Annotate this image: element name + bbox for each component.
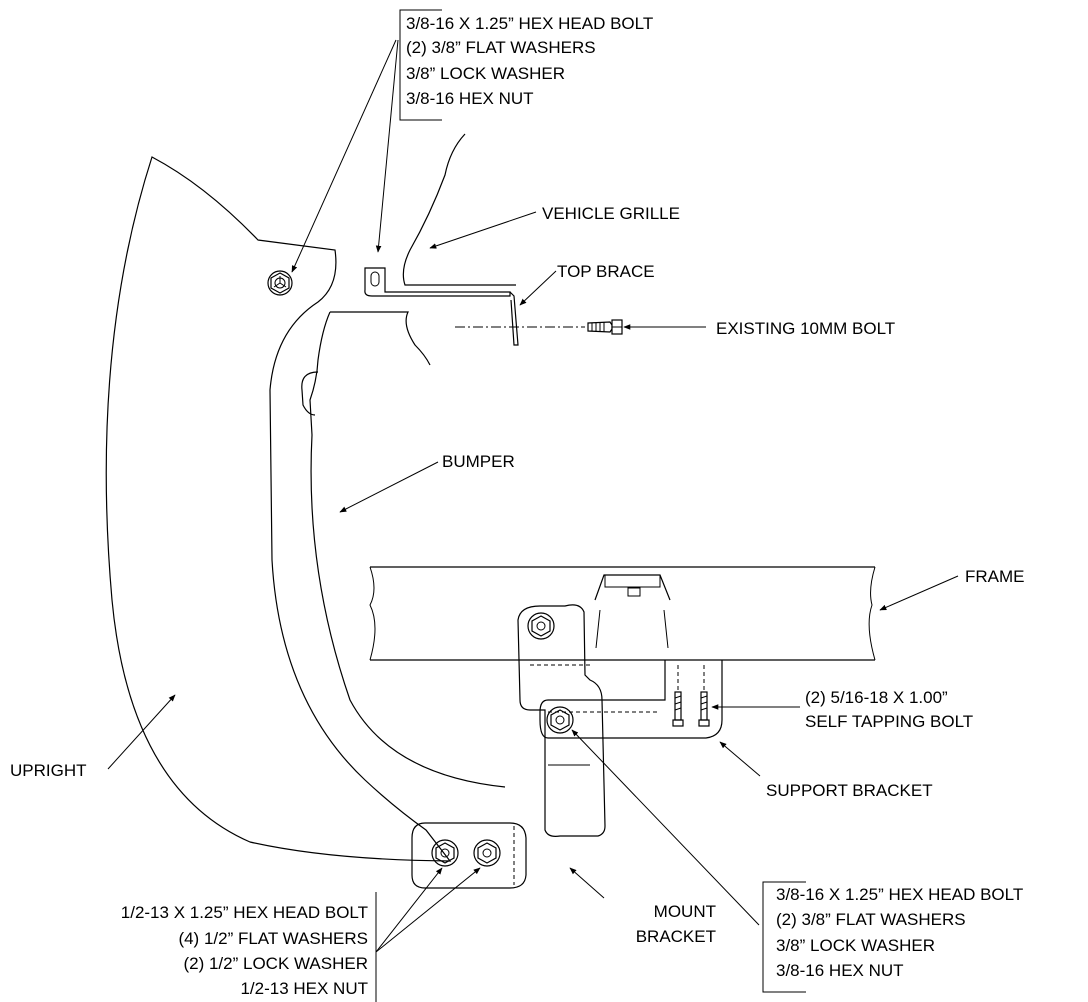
bottom-hardware-line-2: (4) 1/2” FLAT WASHERS (178, 929, 368, 948)
top-hardware-line-4: 3/8-16 HEX NUT (406, 89, 534, 108)
leader-bottom-bolt-2 (375, 867, 481, 953)
leader-top-brace (519, 270, 557, 306)
self-tapping-line-2: SELF TAPPING BOLT (805, 712, 973, 731)
bottom-hex-bolt-icon (431, 839, 459, 867)
side-hardware-line-3: 3/8” LOCK WASHER (776, 936, 935, 955)
frame (369, 566, 876, 661)
leader-upright (107, 694, 176, 770)
top-hardware-callout: 3/8-16 X 1.25” HEX HEAD BOLT (2) 3/8” FL… (406, 14, 653, 108)
leader-frame (879, 575, 959, 611)
mount-bracket-callout: MOUNT BRACKET (636, 902, 716, 946)
side-hardware-line-2: (2) 3/8” FLAT WASHERS (776, 910, 966, 929)
bumper-inner (301, 371, 319, 416)
leader-top-brace-slot (375, 39, 399, 253)
leader-mount-bracket (569, 867, 605, 899)
bottom-hardware-callout: 1/2-13 X 1.25” HEX HEAD BOLT (4) 1/2” FL… (121, 903, 368, 998)
bumper-outline (309, 311, 506, 788)
top-hardware-line-2: (2) 3/8” FLAT WASHERS (406, 38, 596, 57)
top-hardware-line-3: 3/8” LOCK WASHER (406, 64, 565, 83)
existing-bolt-icon (587, 319, 623, 335)
upright-outline (105, 156, 452, 862)
mount-bracket (517, 604, 606, 837)
mount-bracket-line-1: MOUNT (654, 902, 716, 921)
support-bracket (539, 660, 723, 739)
top-hardware-bracket (399, 9, 442, 121)
leader-side-bolt (571, 729, 760, 926)
upright-label: UPRIGHT (10, 761, 87, 780)
vehicle-grille-outline (402, 133, 516, 286)
side-hardware-line-4: 3/8-16 HEX NUT (776, 961, 904, 980)
leader-bottom-bolt-1 (375, 867, 443, 953)
bottom-hex-bolt-icon (473, 839, 501, 867)
side-hardware-line-1: 3/8-16 X 1.25” HEX HEAD BOLT (776, 885, 1023, 904)
bottom-hardware-line-3: (2) 1/2” LOCK WASHER (183, 954, 368, 973)
self-tapping-line-1: (2) 5/16-18 X 1.00” (805, 688, 948, 707)
bottom-hardware-line-1: 1/2-13 X 1.25” HEX HEAD BOLT (121, 903, 368, 922)
leader-top-bolt (291, 39, 397, 273)
bottom-clamp-plate (411, 822, 527, 889)
bottom-hardware-line-4: 1/2-13 HEX NUT (240, 979, 368, 998)
top-brace (364, 267, 511, 297)
side-hardware-callout: 3/8-16 X 1.25” HEX HEAD BOLT (2) 3/8” FL… (776, 885, 1023, 980)
support-bracket-label: SUPPORT BRACKET (766, 781, 933, 800)
top-hardware-line-1: 3/8-16 X 1.25” HEX HEAD BOLT (406, 14, 653, 33)
self-tapping-bolt-icon (672, 691, 710, 727)
leader-support-bracket (719, 741, 761, 777)
vehicle-grille-label: VEHICLE GRILLE (542, 204, 680, 223)
leader-vehicle-grille (429, 211, 537, 249)
leader-bumper (339, 461, 439, 513)
self-tapping-callout: (2) 5/16-18 X 1.00” SELF TAPPING BOLT (805, 688, 973, 731)
mount-bracket-line-2: BRACKET (636, 927, 716, 946)
frame-label: FRAME (965, 567, 1025, 586)
bumper-label: BUMPER (442, 452, 515, 471)
side-hardware-bracket (762, 881, 806, 993)
top-brace-slot (370, 271, 380, 287)
top-hex-bolt-icon (267, 270, 293, 296)
top-brace-leg (509, 291, 519, 346)
top-brace-label: TOP BRACE (557, 262, 655, 281)
existing-bolt-label: EXISTING 10MM BOLT (716, 319, 895, 338)
